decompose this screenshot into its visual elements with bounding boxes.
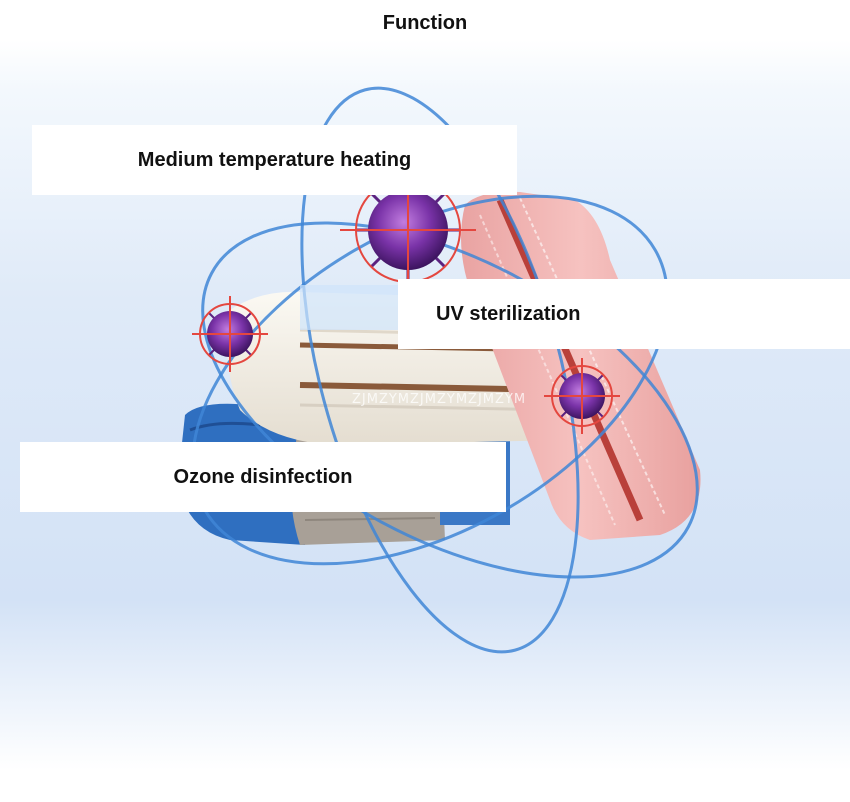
virus-icon xyxy=(544,358,620,434)
crosshair-icon xyxy=(192,296,268,372)
feature-label-text: Medium temperature heating xyxy=(137,148,412,171)
virus-icon xyxy=(192,296,268,372)
feature-label-text: Ozone disinfection xyxy=(173,465,353,488)
orbit-ring xyxy=(201,221,699,579)
feature-label-uv: UV sterilization xyxy=(398,279,850,349)
crosshair-icon xyxy=(544,358,620,434)
feature-label-text: UV sterilization xyxy=(436,302,581,325)
feature-label-ozone: Ozone disinfection xyxy=(20,442,506,512)
watermark-text: ZJMZYMZJMZYMZJMZYM xyxy=(352,392,527,407)
feature-label-heating: Medium temperature heating xyxy=(32,125,517,195)
page-title: Function xyxy=(382,12,468,34)
